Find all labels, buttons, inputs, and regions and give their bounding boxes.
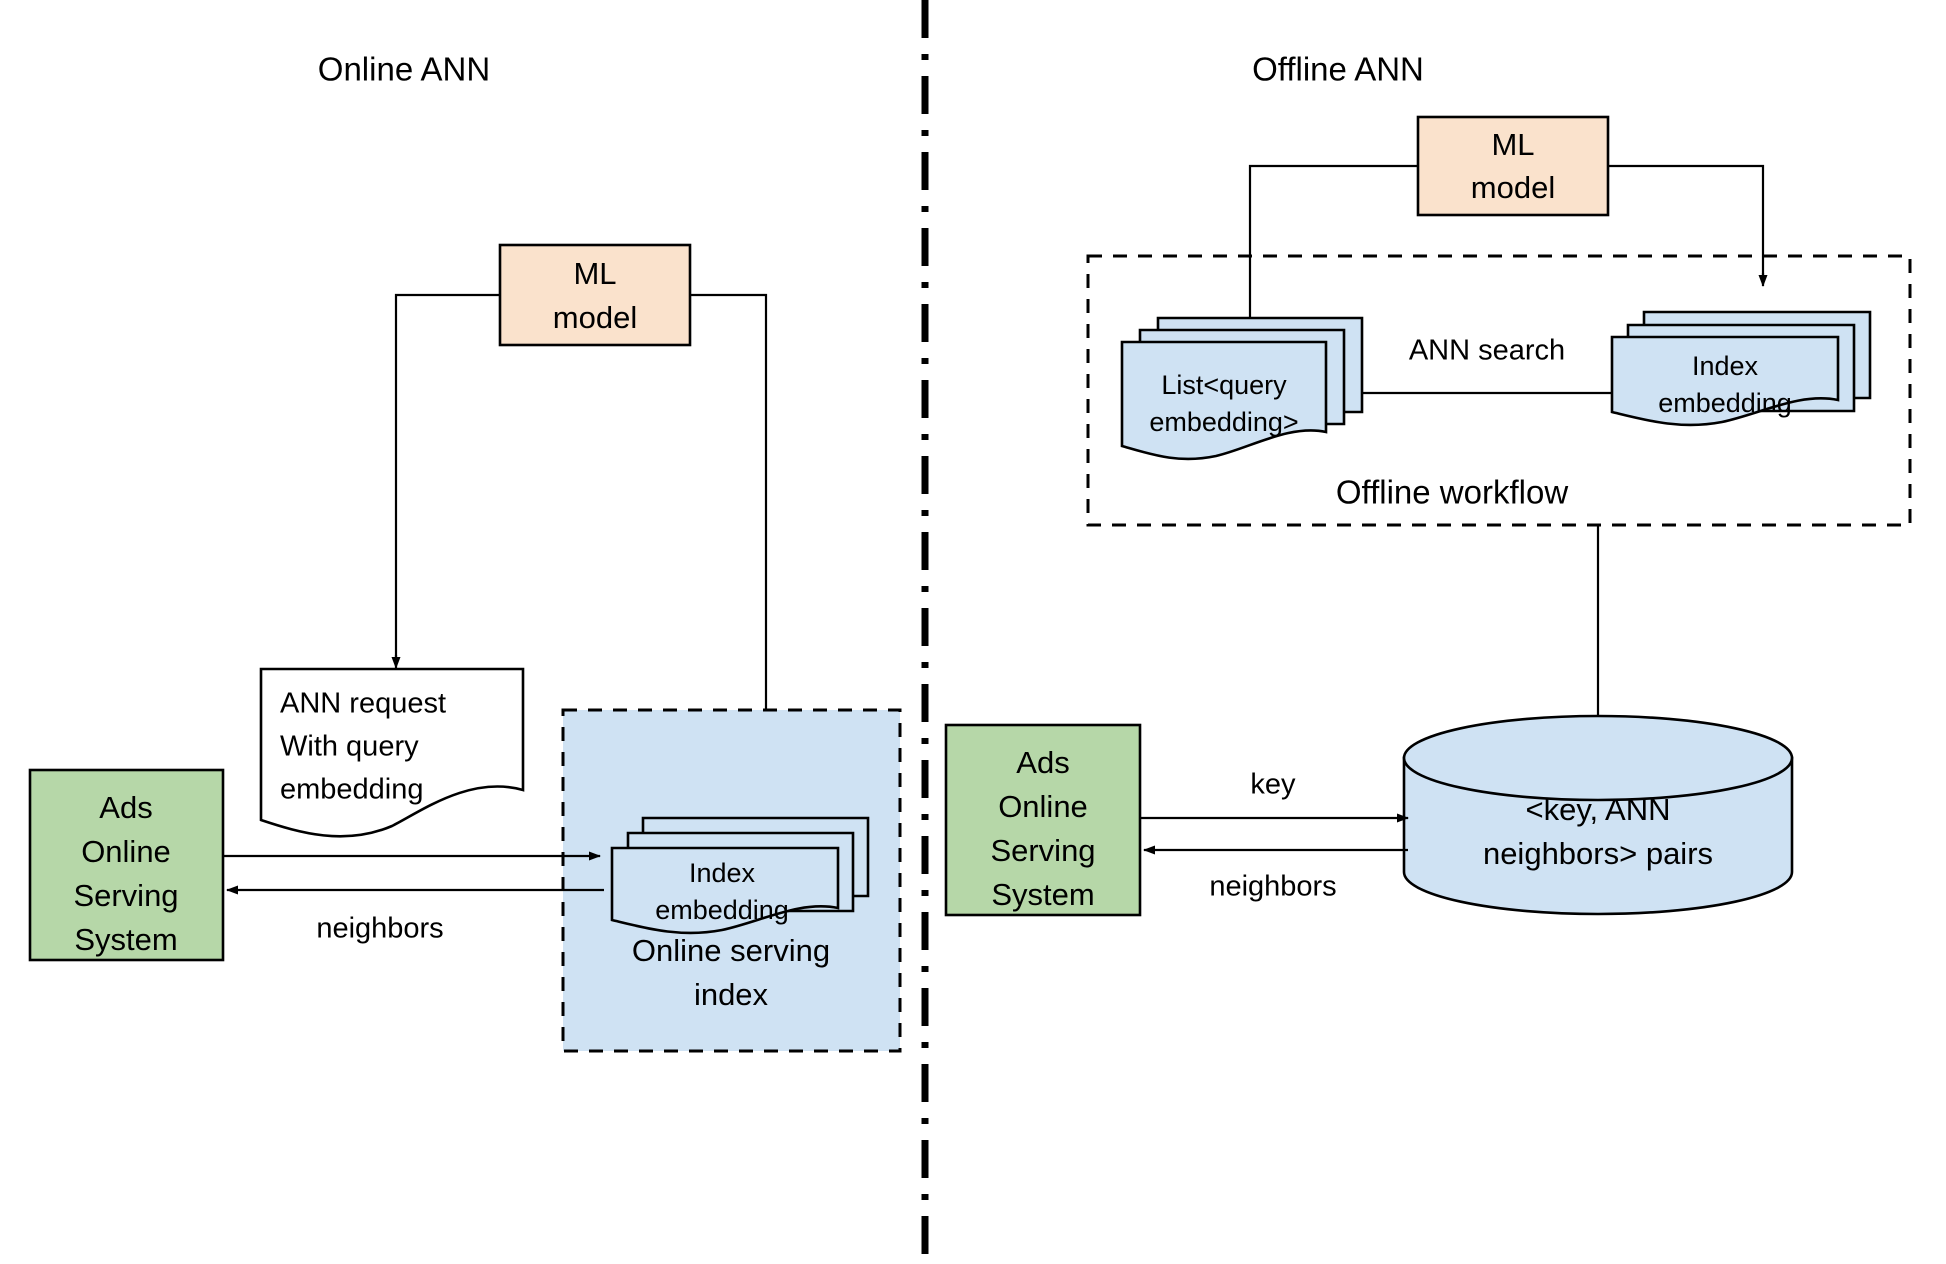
right-ml-model-label-line1: ML	[1491, 127, 1534, 162]
right-ads-system-line1: Ads	[1016, 745, 1069, 780]
ann-search-edge-label: ANN search	[1409, 335, 1565, 367]
left-ml-model-label-line1: ML	[573, 256, 616, 291]
right-ml-model-box[interactable]: ML model	[1416, 115, 1610, 217]
right-index-embedding-stack[interactable]: Index embedding	[1610, 310, 1872, 427]
left-ads-serving-system-box[interactable]: Ads Online Serving System	[28, 768, 225, 962]
right-neighbors-edge-label: neighbors	[1209, 871, 1336, 903]
left-panel-title: Online ANN	[318, 51, 490, 88]
right-ads-system-line2: Online	[998, 789, 1088, 824]
online-serving-index-label-line2: index	[694, 977, 769, 1012]
left-ads-system-line4: System	[74, 922, 177, 957]
datastore-label-line1: <key, ANN	[1525, 792, 1670, 827]
right-panel-title: Offline ANN	[1252, 51, 1424, 88]
ann-request-note-line3: embedding	[280, 774, 424, 806]
left-ml-model-box[interactable]: ML model	[498, 243, 692, 347]
online-serving-index-label-line1: Online serving	[632, 933, 830, 968]
right-index-embedding-line2: embedding	[1658, 388, 1792, 418]
ann-request-note-line2: With query	[280, 731, 419, 763]
right-index-embedding-line1: Index	[1692, 351, 1759, 381]
left-index-embedding-stack[interactable]: Index embedding	[610, 816, 870, 935]
right-key-edge-label: key	[1250, 769, 1296, 801]
left-ads-system-line1: Ads	[99, 790, 152, 825]
left-request-response-arrows	[223, 851, 604, 895]
right-ads-system-line3: Serving	[990, 833, 1095, 868]
right-ads-system-line4: System	[991, 877, 1094, 912]
right-key-neighbors-arrows	[1140, 813, 1409, 855]
datastore-label-line2: neighbors> pairs	[1483, 836, 1713, 871]
left-neighbors-edge-label: neighbors	[316, 913, 443, 945]
right-ads-serving-system-box[interactable]: Ads Online Serving System	[944, 723, 1142, 917]
query-embedding-list-stack[interactable]: List<query embedding>	[1120, 316, 1364, 461]
left-index-embedding-label-line1: Index	[689, 858, 756, 888]
offline-workflow-label: Offline workflow	[1336, 474, 1568, 511]
query-embedding-list-line1: List<query	[1161, 370, 1287, 400]
left-ads-system-line3: Serving	[73, 878, 178, 913]
offline-workflow-container: Offline workflow	[1086, 254, 1912, 527]
left-ml-model-label-line2: model	[553, 300, 637, 335]
ann-request-note[interactable]: ANN request With query embedding	[259, 667, 525, 838]
right-ml-model-label-line2: model	[1471, 170, 1555, 205]
ann-neighbors-datastore[interactable]: <key, ANN neighbors> pairs	[1402, 714, 1794, 916]
query-embedding-list-line2: embedding>	[1149, 407, 1298, 437]
ann-request-note-line1: ANN request	[280, 688, 446, 720]
left-ads-system-line2: Online	[81, 834, 171, 869]
left-index-embedding-label-line2: embedding	[655, 895, 789, 925]
